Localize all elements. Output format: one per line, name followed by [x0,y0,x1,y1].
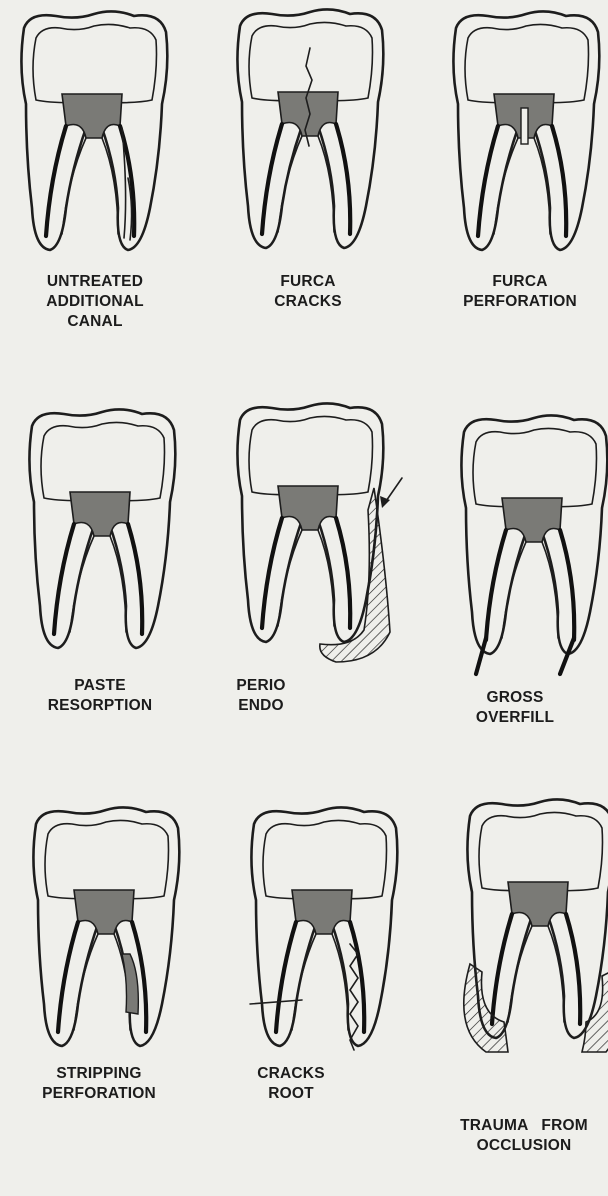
tooth-untreated-additional-canal [10,8,180,270]
pulp-chamber [278,486,338,530]
enamel-line [45,820,169,898]
tooth-cracks-root [240,804,410,1066]
pulp-chamber [502,498,562,542]
canal-distal [336,124,350,234]
tooth-trauma-from-occlusion [456,796,608,1058]
enamel-line [263,820,387,898]
tooth-furca-perforation [442,8,608,270]
enamel-line [465,24,589,102]
enamel-line [33,24,157,102]
pulp-chamber [74,890,134,934]
pulp-chamber [278,92,338,136]
canal-distal [128,524,142,634]
tooth-furca-cracks [226,6,396,268]
tooth-gross-overfill [450,412,608,674]
tooth-perio-endo [226,400,406,680]
enamel-line [479,812,603,890]
canal-distal [336,518,350,628]
tooth-paste-resorption [18,406,188,668]
pulp-chamber [508,882,568,926]
pulp-chamber [70,492,130,536]
enamel-line [41,422,165,500]
canal-distal [552,126,566,236]
enamel-line [473,428,597,506]
canal-distal [560,530,574,640]
pulp-chamber [292,890,352,934]
pulp-chamber [62,94,122,138]
tooth-stripping-perforation [22,804,192,1066]
enamel-line [249,416,373,494]
canal-distal [566,914,580,1024]
enamel-line [249,22,373,100]
